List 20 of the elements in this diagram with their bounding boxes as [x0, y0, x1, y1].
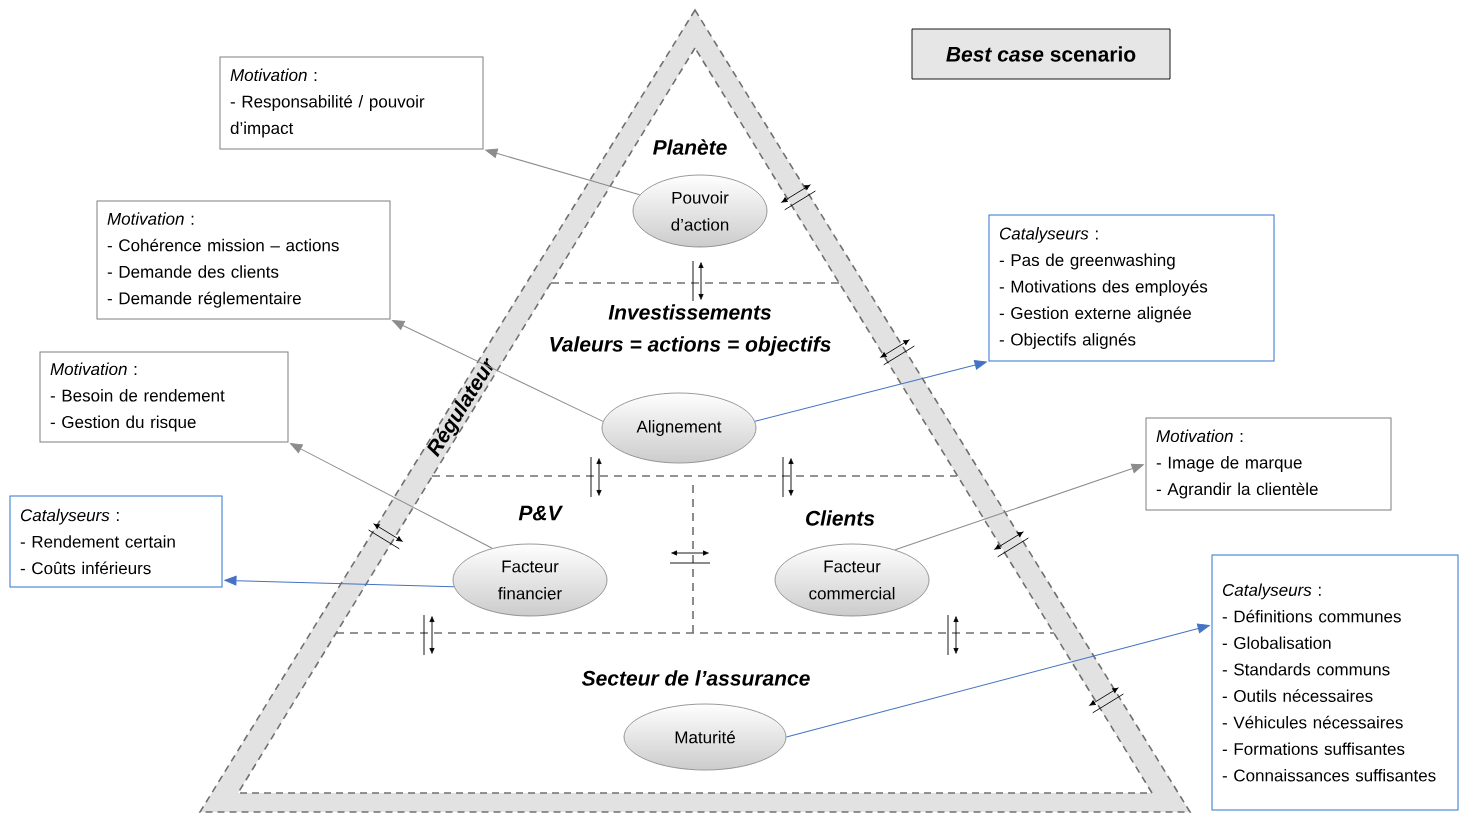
motivation-box: Motivation : - Responsabilité / pouvoir d’impact — [219, 56, 484, 150]
section-heading: Investissements — [608, 304, 771, 320]
section-heading: Secteur de l’assurance — [581, 670, 810, 686]
motivation-box: Motivation : - Cohérence mission – actions - Demande des clients - Demande réglementaire — [96, 200, 391, 320]
section-heading: P&V — [518, 505, 564, 521]
arrow — [485, 148, 641, 196]
catalyst-box: Catalyseurs : - Définitions communes - Globalisation - Standards communs - Outils nécessaires - Véhicules nécessaires - Formations suffisantes - Connaissances suffisantes — [1211, 554, 1459, 811]
motivation-box: Motivation : - Besoin de rendement - Gestion du risque — [39, 351, 289, 443]
section-heading: Planète — [653, 139, 727, 155]
arrow — [290, 443, 493, 549]
catalyst-box: Catalyseurs : - Rendement certain - Coûts inférieurs — [9, 495, 223, 588]
motivation-box: Motivation : - Image de marque - Agrandir la clientèle — [1145, 417, 1392, 511]
arrow — [754, 360, 987, 422]
arrow — [392, 320, 604, 422]
arrow — [785, 623, 1210, 738]
arrow — [224, 575, 455, 588]
arrow — [894, 463, 1144, 551]
catalyst-box: Catalyseurs : - Pas de greenwashing - Motivations des employés - Gestion externe alignée - Objectifs alignés — [988, 214, 1275, 362]
section-heading: Valeurs = actions = objectifs — [550, 336, 831, 356]
title-box: Best case scenario — [911, 28, 1171, 80]
